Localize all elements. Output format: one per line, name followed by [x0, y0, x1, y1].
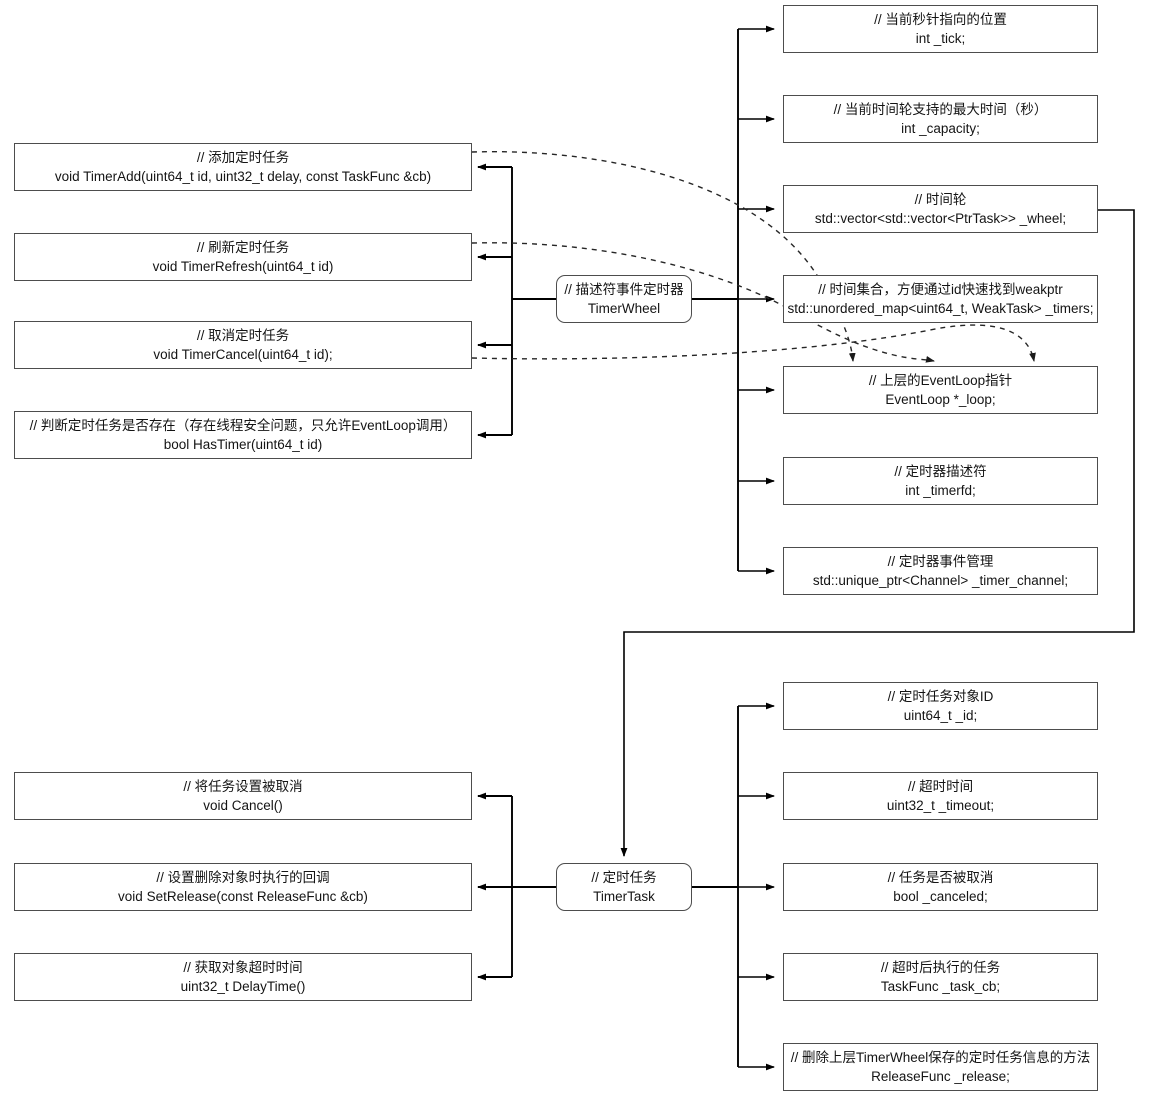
- method-box-hastimer[interactable]: // 判断定时任务是否存在（存在线程安全问题，只允许EventLoop调用） b…: [14, 411, 472, 459]
- timerwheel-method-edges: [477, 163, 556, 439]
- member-declaration: TaskFunc _task_cb;: [880, 979, 1001, 994]
- method-comment: // 取消定时任务: [196, 327, 290, 343]
- member-comment: // 当前秒针指向的位置: [874, 11, 1007, 27]
- member-box-timer-channel[interactable]: // 定时器事件管理 std::unique_ptr<Channel> _tim…: [783, 547, 1098, 595]
- member-box-id[interactable]: // 定时任务对象ID uint64_t _id;: [783, 682, 1098, 730]
- method-comment: // 将任务设置被取消: [183, 778, 303, 794]
- method-comment: // 设置删除对象时执行的回调: [156, 869, 330, 885]
- timerwheel-member-arrows: [738, 25, 775, 575]
- member-box-timerfd[interactable]: // 定时器描述符 int _timerfd;: [783, 457, 1098, 505]
- method-signature: void SetRelease(const ReleaseFunc &cb): [118, 889, 368, 904]
- method-signature: void Cancel(): [203, 798, 283, 813]
- member-comment: // 定时器事件管理: [887, 553, 994, 569]
- member-comment: // 任务是否被取消: [887, 869, 994, 885]
- method-box-setrelease[interactable]: // 设置删除对象时执行的回调 void SetRelease(const Re…: [14, 863, 472, 911]
- method-signature: void TimerRefresh(uint64_t id): [152, 259, 334, 274]
- member-box-capacity[interactable]: // 当前时间轮支持的最大时间（秒） int _capacity;: [783, 95, 1098, 143]
- member-declaration: std::unique_ptr<Channel> _timer_channel;: [812, 573, 1069, 588]
- method-comment: // 判断定时任务是否存在（存在线程安全问题，只允许EventLoop调用）: [29, 417, 457, 433]
- member-comment: // 当前时间轮支持的最大时间（秒）: [833, 101, 1048, 117]
- timertask-member-edges: [692, 706, 739, 1067]
- method-signature: void TimerAdd(uint64_t id, uint32_t dela…: [54, 169, 432, 184]
- member-declaration: std::vector<std::vector<PtrTask>> _wheel…: [814, 211, 1067, 226]
- member-comment: // 超时时间: [907, 778, 974, 794]
- member-declaration: EventLoop *_loop;: [885, 392, 996, 407]
- method-box-cancel[interactable]: // 将任务设置被取消 void Cancel(): [14, 772, 472, 820]
- class-name: TimerWheel: [587, 301, 661, 316]
- method-comment: // 添加定时任务: [196, 149, 290, 165]
- member-comment: // 定时任务对象ID: [887, 688, 994, 704]
- member-box-wheel[interactable]: // 时间轮 std::vector<std::vector<PtrTask>>…: [783, 185, 1098, 233]
- class-comment: // 定时任务: [591, 869, 657, 885]
- member-box-timeout[interactable]: // 超时时间 uint32_t _timeout;: [783, 772, 1098, 820]
- member-declaration: ReleaseFunc _release;: [871, 1069, 1010, 1084]
- timertask-member-arrows: [738, 702, 775, 1071]
- member-declaration: int _tick;: [915, 31, 966, 46]
- member-declaration: uint32_t _timeout;: [886, 798, 995, 813]
- member-comment: // 删除上层TimerWheel保存的定时任务信息的方法: [790, 1049, 1091, 1065]
- member-comment: // 时间轮: [914, 191, 967, 207]
- method-box-timercancel[interactable]: // 取消定时任务 void TimerCancel(uint64_t id);: [14, 321, 472, 369]
- member-box-loop[interactable]: // 上层的EventLoop指针 EventLoop *_loop;: [783, 366, 1098, 414]
- member-box-timers[interactable]: // 时间集合，方便通过id快速找到weakptr std::unordered…: [783, 275, 1098, 323]
- class-name: TimerTask: [593, 889, 655, 904]
- class-node-timerwheel[interactable]: // 描述符事件定时器 TimerWheel: [556, 275, 692, 323]
- method-box-timerrefresh[interactable]: // 刷新定时任务 void TimerRefresh(uint64_t id): [14, 233, 472, 281]
- member-box-release[interactable]: // 删除上层TimerWheel保存的定时任务信息的方法 ReleaseFun…: [783, 1043, 1098, 1091]
- method-box-timeradd[interactable]: // 添加定时任务 void TimerAdd(uint64_t id, uin…: [14, 143, 472, 191]
- method-signature: void TimerCancel(uint64_t id);: [153, 347, 333, 362]
- member-box-canceled[interactable]: // 任务是否被取消 bool _canceled;: [783, 863, 1098, 911]
- class-comment: // 描述符事件定时器: [564, 281, 684, 297]
- member-declaration: int _timerfd;: [905, 483, 976, 498]
- class-node-timertask[interactable]: // 定时任务 TimerTask: [556, 863, 692, 911]
- method-comment: // 刷新定时任务: [196, 239, 290, 255]
- member-declaration: int _capacity;: [901, 121, 980, 136]
- member-box-tick[interactable]: // 当前秒针指向的位置 int _tick;: [783, 5, 1098, 53]
- member-comment: // 时间集合，方便通过id快速找到weakptr: [818, 281, 1063, 297]
- member-declaration: uint64_t _id;: [903, 708, 978, 723]
- member-declaration: std::unordered_map<uint64_t, WeakTask> _…: [787, 301, 1094, 316]
- dependency-edges: [471, 150, 1036, 363]
- method-box-delaytime[interactable]: // 获取对象超时时间 uint32_t DelayTime(): [14, 953, 472, 1001]
- method-signature: uint32_t DelayTime(): [180, 979, 306, 994]
- member-box-task-cb[interactable]: // 超时后执行的任务 TaskFunc _task_cb;: [783, 953, 1098, 1001]
- method-signature: bool HasTimer(uint64_t id): [163, 437, 323, 452]
- member-declaration: bool _canceled;: [893, 889, 988, 904]
- member-comment: // 定时器描述符: [894, 463, 987, 479]
- timerwheel-member-edges: [692, 29, 739, 571]
- member-comment: // 上层的EventLoop指针: [868, 372, 1013, 388]
- method-comment: // 获取对象超时时间: [183, 959, 303, 975]
- member-comment: // 超时后执行的任务: [880, 959, 1001, 975]
- timertask-method-edges: [477, 792, 556, 981]
